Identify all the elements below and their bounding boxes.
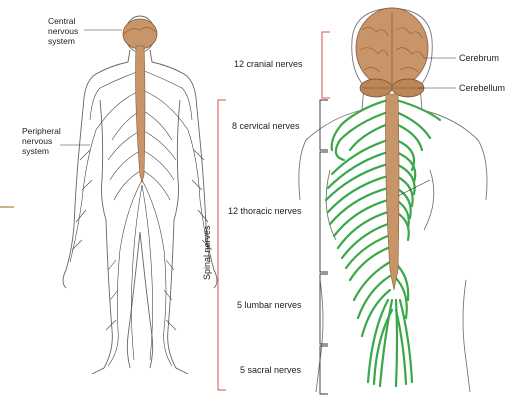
spinal-nerves-green: [326, 100, 440, 386]
lumbar-nerves-label: 5 lumbar nerves: [237, 300, 302, 310]
left-spinal-cord: [136, 46, 146, 182]
cns-label: Central nervous system: [48, 16, 78, 46]
cervical-nerves-label: 8 cervical nerves: [232, 121, 300, 131]
right-spinal-cord: [386, 94, 400, 290]
sacral-nerves-label: 5 sacral nerves: [240, 365, 301, 375]
pns-label: Peripheral nervous system: [22, 126, 61, 156]
cerebellum-label: Cerebellum: [459, 83, 505, 93]
spinal-bracket: [218, 100, 226, 390]
spinal-nerves-label: Spinal nerves: [202, 225, 212, 280]
cranial-nerves-label: 12 cranial nerves: [234, 59, 303, 69]
cerebrum-graphic: [356, 8, 428, 88]
thoracic-nerves-label: 12 thoracic nerves: [228, 206, 302, 216]
left-brain: [123, 19, 157, 49]
cerebrum-label: Cerebrum: [459, 53, 499, 63]
cranial-bracket: [322, 32, 330, 98]
